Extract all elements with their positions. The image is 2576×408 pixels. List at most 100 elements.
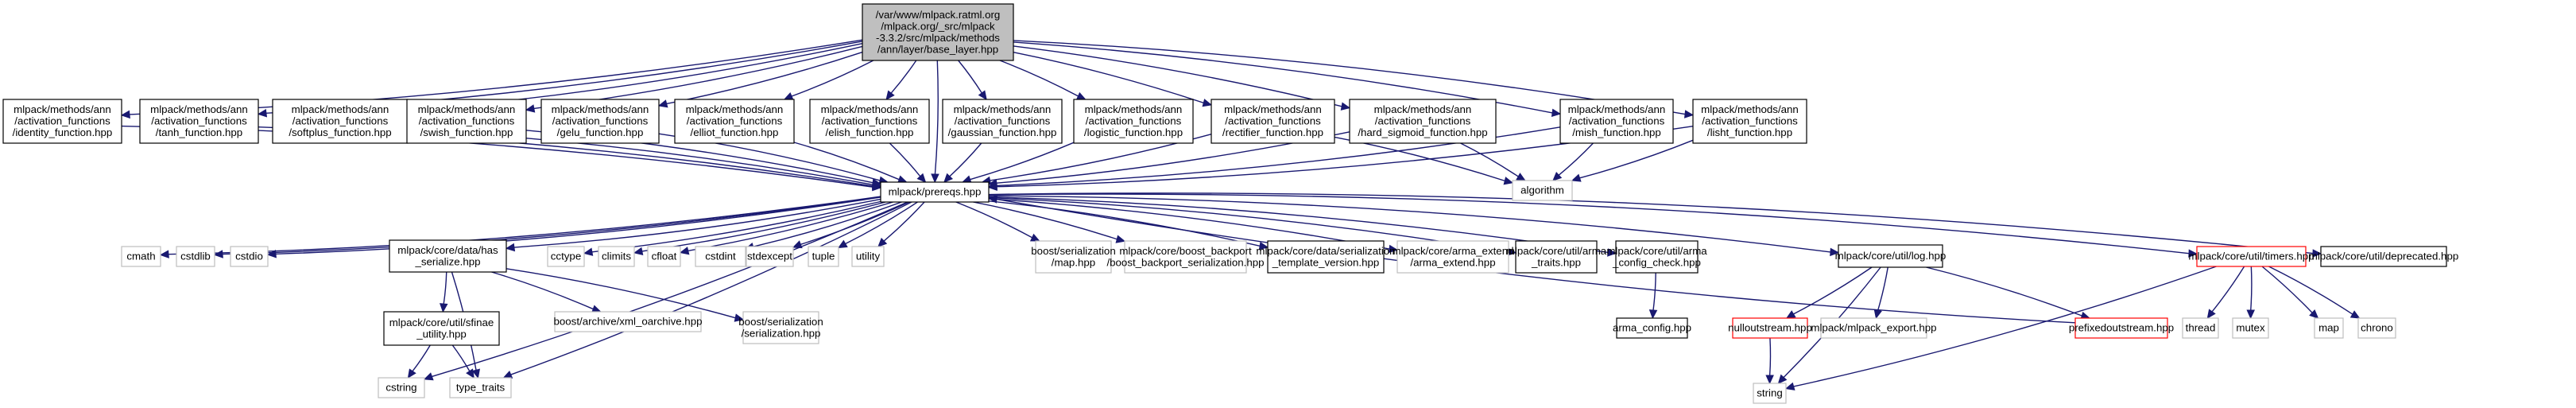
node-label: boost/archive/xml_oarchive.hpp [554,316,703,328]
node-elish[interactable]: mlpack/methods/ann/activation_functions/… [809,99,930,144]
edge-line [934,60,939,175]
node-identity[interactable]: mlpack/methods/ann/activation_functions/… [2,99,122,144]
node-box[interactable] [1515,240,1598,274]
node-softplus[interactable]: mlpack/methods/ann/activation_functions/… [272,99,409,144]
node-tanh[interactable]: mlpack/methods/ann/activation_functions/… [139,99,259,144]
node-hard-sigmoid[interactable]: mlpack/methods/ann/activation_functions/… [1349,99,1497,144]
arrowhead-icon [1683,110,1695,119]
node-label: mlpack/core/boost_backport [1119,245,1252,257]
edge-line [1652,272,1656,311]
node-swish[interactable]: mlpack/methods/ann/activation_functions/… [406,99,527,144]
node-prefixedoutstream[interactable]: prefixedoutstream.hpp [2069,317,2174,339]
node-label: boost/serialization [738,316,823,328]
node-tuple: tuple [808,246,839,267]
arrowhead-icon [502,371,513,379]
node-box[interactable] [1616,317,1688,339]
arrowhead-icon [1607,248,1617,257]
node-box[interactable] [862,3,1014,61]
node-box[interactable] [1073,99,1194,144]
node-stdexcept: stdexcept [746,246,794,267]
node-box[interactable] [2320,246,2447,267]
edge-root-to-elish [885,60,917,100]
node-box[interactable] [1615,240,1699,274]
node-label: chrono [2361,322,2393,334]
node-label: mlpack/methods/ann [150,103,248,115]
node-nulloutstream[interactable]: nulloutstream.hpp [1728,317,1812,339]
node-box[interactable] [880,181,990,203]
node-label: /mlpack.org/_src/mlpack [881,20,995,32]
node-log[interactable]: mlpack/core/util/log.hpp [1835,244,1947,268]
arrowhead-icon [1388,244,1399,254]
node-label: mlpack/methods/ann [954,103,1052,115]
node-box[interactable] [1349,99,1497,144]
node-box[interactable] [1692,99,1807,144]
node-serialization-template[interactable]: mlpack/core/data/serialization_template_… [1256,240,1396,274]
edge-line [949,142,982,177]
node-box[interactable] [139,99,259,144]
node-arma-config-check[interactable]: mlpack/core/util/arma_config_check.hpp [1606,240,1707,274]
edge-prereqs-to-cmath [159,196,881,258]
node-gelu[interactable]: mlpack/methods/ann/activation_functions/… [540,99,660,144]
arrowhead-icon [1571,173,1582,182]
node-cstdio: cstdio [230,246,269,267]
edge-line [1013,41,1553,114]
arrowhead-icon [877,237,888,247]
edge-line [2250,266,2253,311]
node-box[interactable] [674,99,795,144]
node-box[interactable] [2,99,122,144]
node-cfloat: cfloat [647,246,681,267]
node-label: /activation_functions [1569,115,1665,127]
node-prereqs[interactable]: mlpack/prereqs.hpp [880,181,990,203]
node-box[interactable] [383,311,500,346]
node-mish[interactable]: mlpack/methods/ann/activation_functions/… [1559,99,1674,144]
node-label: /elish_function.hpp [826,126,914,138]
node-deprecated[interactable]: mlpack/core/util/deprecated.hpp [2309,246,2458,267]
edge-line [958,60,982,94]
node-box[interactable] [272,99,409,144]
node-box[interactable] [1211,99,1335,144]
node-arma-traits[interactable]: mlpack/core/util/arma_traits.hpp [1506,240,1607,274]
node-lisht[interactable]: mlpack/methods/ann/activation_functions/… [1692,99,1807,144]
edge-line [510,201,912,375]
edge-root-to-lisht [1013,40,1695,119]
edge-root-to-logistic [999,60,1087,100]
node-logistic[interactable]: mlpack/methods/ann/activation_functions/… [1073,99,1194,144]
node-box[interactable] [942,99,1063,144]
node-box[interactable] [540,99,660,144]
node-box[interactable] [389,239,507,273]
node-has-serialize[interactable]: mlpack/core/data/has_serialize.hpp [389,239,507,273]
edge-timers-to-chrono [2268,266,2361,319]
nodes: /var/www/mlpack.ratml.org/mlpack.org/_sr… [2,3,2458,404]
node-box[interactable] [1559,99,1674,144]
node-elliot[interactable]: mlpack/methods/ann/activation_functions/… [674,99,795,144]
node-root[interactable]: /var/www/mlpack.ratml.org/mlpack.org/_sr… [862,3,1014,61]
arrowhead-icon [783,91,794,100]
edge-line [988,196,1609,254]
node-box[interactable] [406,99,527,144]
node-label: mlpack/core/util/timers.hpp [2188,251,2314,262]
node-label: mlpack/core/util/log.hpp [1835,250,1947,262]
node-timers[interactable]: mlpack/core/util/timers.hpp [2188,246,2315,267]
node-box[interactable] [809,99,930,144]
node-sfinae[interactable]: mlpack/core/util/sfinae_utility.hpp [383,311,500,346]
edge-line [1768,337,1772,376]
node-box[interactable] [1732,317,1808,339]
node-utility: utility [851,246,885,267]
node-rectifier[interactable]: mlpack/methods/ann/activation_functions/… [1211,99,1335,144]
edge-has_serialize-to-boost_serialization [506,268,745,322]
node-label: mlpack/methods/ann [1085,103,1183,115]
arrowhead-icon [505,243,516,252]
node-box[interactable] [1838,244,1943,268]
arrowhead-icon [2312,249,2322,258]
node-label: mlpack/methods/ann [1224,103,1322,115]
edge-line [1013,52,1204,104]
node-box[interactable] [2074,317,2168,339]
node-label: mlpack/core/util/sfinae [389,317,494,328]
node-boost-map: boost/serialization/map.hpp [1031,240,1116,274]
node-arma-config[interactable]: arma_config.hpp [1613,317,1691,339]
node-box[interactable] [1267,240,1385,274]
node-gaussian[interactable]: mlpack/methods/ann/activation_functions/… [942,99,1063,144]
arrowhead-icon [525,104,536,113]
node-box[interactable] [2196,246,2307,267]
node-label: utility [856,251,881,262]
